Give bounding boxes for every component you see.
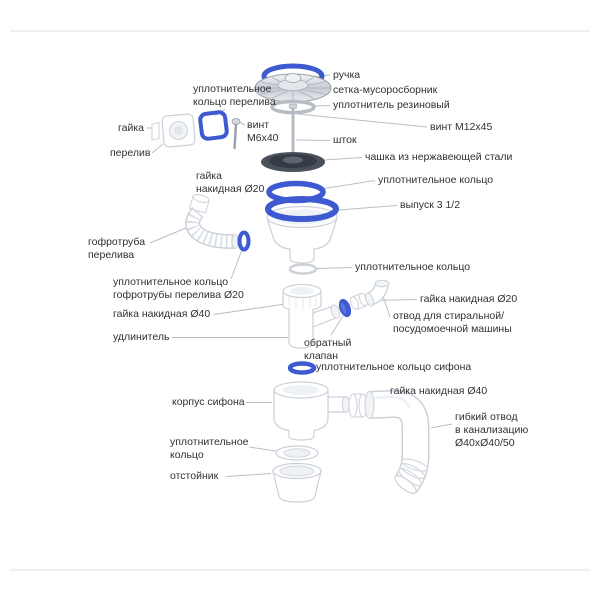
label-nut40-right: гайка накидная Ø40: [390, 385, 488, 397]
extension-tee-part: [282, 283, 341, 349]
siphon-body-part: [273, 381, 351, 441]
screw-m6-part: [231, 118, 241, 150]
steel-cup-part: [261, 152, 325, 172]
label-nut20-left: гайка накидная Ø20: [196, 170, 265, 196]
label-oring-mid: уплотнительное кольцо: [355, 261, 471, 273]
outlet-part: [265, 196, 339, 264]
outlet-gasket-part: [265, 196, 339, 222]
flex-outlet-part: [364, 390, 430, 494]
label-corrugated-tube: гофротруба перелива: [88, 236, 146, 262]
label-sump: отстойник: [170, 470, 219, 482]
label-steel-cup: чашка из нержавеющей стали: [365, 151, 513, 163]
label-corr-gasket: уплотнительное кольцо гофротрубы перелив…: [113, 276, 244, 302]
overflow-nut-part: [151, 121, 160, 141]
label-screw-m6: винт M6x40: [247, 119, 279, 145]
label-oring-bottom: уплотнительное кольцо: [170, 436, 249, 462]
nut40-right-part: [348, 393, 368, 418]
oring-mid-part: [288, 263, 318, 275]
corr-gasket-part: [237, 230, 251, 252]
label-nut20-right: гайка накидная Ø20: [420, 293, 518, 305]
strainer-mesh-part: [254, 63, 332, 103]
siphon-oring-part: [287, 361, 317, 375]
oring-bottom-part: [275, 445, 319, 461]
label-flex-outlet: гибкий отвод в канализацию Ø40xØ40/50: [455, 411, 529, 450]
label-strainer-mesh: сетка-мусоросборник: [333, 84, 438, 96]
sump-part: [272, 462, 322, 503]
label-rubber-seal: уплотнитель резиновый: [333, 99, 450, 111]
label-extension: удлинитель: [113, 331, 170, 343]
label-nut: гайка: [118, 122, 144, 134]
label-overflow: перелив: [110, 147, 151, 159]
check-valve-part: [338, 298, 352, 318]
label-check-valve: обратный клапан: [304, 337, 352, 363]
corrugated-tube-part: [185, 194, 239, 250]
label-washer-branch: отвод для стиральной/ посудомоечной маши…: [393, 310, 512, 336]
overflow-gasket-part: [198, 110, 229, 141]
stem-part: [289, 103, 297, 158]
label-outlet: выпуск 3 1/2: [400, 199, 461, 211]
label-overflow-gasket: уплотнительное кольцо перелива: [193, 83, 276, 109]
handle-knob-part: [284, 73, 302, 83]
label-siphon-body: корпус сифона: [172, 396, 245, 408]
label-screw-m12: винт M12x45: [430, 121, 493, 133]
label-oring-top: уплотнительное кольцо: [378, 174, 494, 186]
washer-branch-part: [364, 279, 390, 307]
label-handle: ручка: [333, 69, 361, 81]
overflow-plate-part: [151, 113, 196, 148]
label-siphon-oring: уплотнительное кольцо сифона: [316, 361, 472, 373]
label-nut40-left: гайка накидная Ø40: [113, 308, 211, 320]
label-stem: шток: [333, 134, 357, 146]
nut20-right-part: [349, 292, 369, 311]
